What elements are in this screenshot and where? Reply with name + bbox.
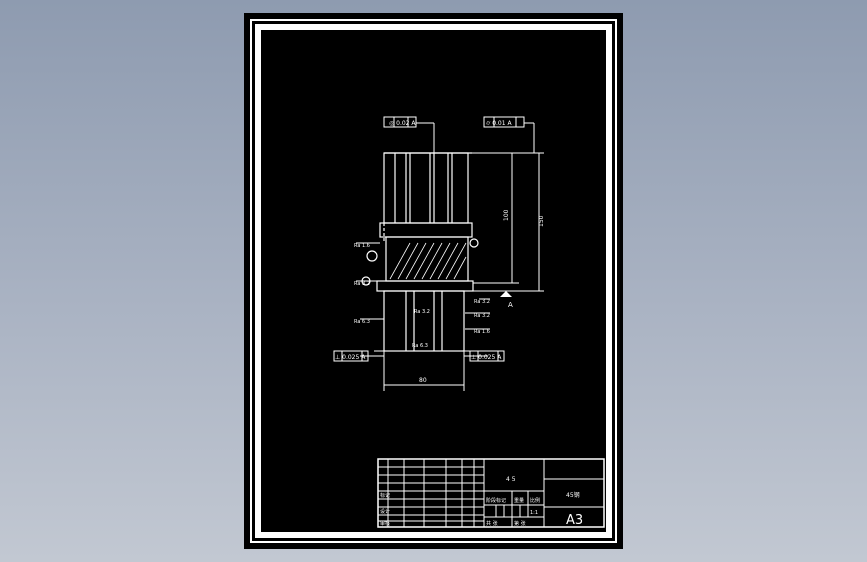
dim-bottom-width: 80 [419,377,427,384]
roughness-label: Ra 1.6 [474,329,490,335]
title-weight-label: 重量 [514,497,524,504]
dim-outer-height: 150 [538,215,545,227]
leaders [356,122,535,357]
roughness-label: Ra 1.6 [354,243,370,249]
roughness-label: Ra 3.2 [414,309,430,315]
title-row-label: 审核 [380,520,390,527]
title-sheet-label: 共 张 [486,520,498,527]
title-row-label: 设计 [380,508,390,515]
title-scale-value: 1:1 [530,510,538,516]
dim-inner-height: 100 [503,209,510,221]
title-row-label: 标记 [380,492,390,499]
dimensions [374,152,544,391]
tolerance-bottom-left: ⊥ 0.025 A [335,354,366,361]
title-scale-label: 比例 [530,497,540,504]
roughness-label: Ra 6.3 [412,343,428,349]
roughness-label: Ra 3.2 [474,299,490,305]
tolerance-top-left: ◎ 0.02 A [389,120,416,127]
roughness-label: Ra 3.2 [474,313,490,319]
datum-label: A [508,301,513,309]
drawing-canvas: ◎ 0.02 A ⌭ 0.01 A ⊥ 0.025 A ⊥ 0.025 A A … [250,19,617,543]
tolerance-frames [333,116,525,362]
tolerance-bottom-right: ⊥ 0.025 A [471,354,502,361]
title-material: 45钢 [566,491,580,499]
title-sheet-label: 第 张 [514,520,526,527]
roughness-label: Ra 6.3 [354,319,370,325]
section-hatch [389,242,467,280]
outer-border [250,19,617,543]
title-stage-label: 阶段标记 [486,497,506,504]
datum-triangle [500,291,512,297]
part-view [361,152,479,352]
sheet-size: A3 [566,513,583,528]
frame-border [255,24,612,538]
title-part-name: 4 5 [506,476,516,483]
drawing-sheet: ◎ 0.02 A ⌭ 0.01 A ⊥ 0.025 A ⊥ 0.025 A A … [244,13,623,549]
tolerance-top-right: ⌭ 0.01 A [486,120,512,127]
title-block [377,458,605,528]
roughness-label: Ra 3.2 [354,281,370,287]
